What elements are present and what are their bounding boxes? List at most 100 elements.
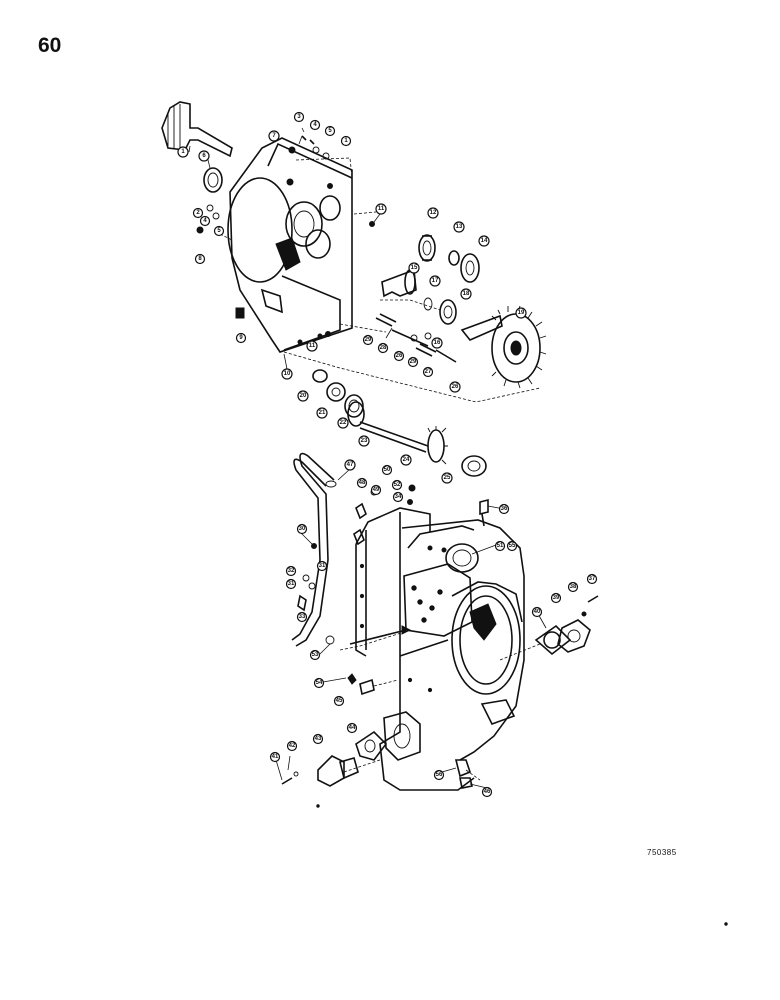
callout-21: 21 [316, 407, 328, 419]
svg-text:22: 22 [340, 420, 347, 426]
callout-4b: 4 [199, 215, 211, 227]
small-hardware-top [196, 135, 375, 337]
callout-33: 33 [296, 611, 308, 623]
callout-42: 42 [286, 740, 298, 752]
callout-26a: 26 [393, 350, 405, 362]
svg-text:31: 31 [319, 563, 326, 569]
svg-text:20: 20 [300, 393, 307, 399]
callout-12: 12 [427, 207, 439, 219]
callout-27: 27 [422, 366, 434, 378]
side-cover-parts [534, 595, 599, 656]
svg-text:39: 39 [553, 595, 560, 601]
callout-16: 16 [431, 337, 443, 349]
svg-text:27: 27 [425, 369, 432, 375]
callout-28: 28 [377, 342, 389, 354]
callout-8: 8 [194, 253, 206, 265]
callout-13: 13 [453, 221, 465, 233]
callout-47: 47 [344, 459, 356, 471]
svg-text:44: 44 [349, 725, 356, 731]
svg-text:4: 4 [203, 218, 207, 224]
svg-text:5: 5 [328, 128, 332, 134]
alignment-lines-upper [219, 157, 541, 403]
callout-53: 53 [309, 649, 321, 661]
callout-24: 24 [400, 454, 412, 466]
svg-text:10: 10 [284, 371, 291, 377]
svg-text:32: 32 [288, 568, 295, 574]
callout-5: 5 [324, 125, 336, 137]
callout-49: 49 [370, 484, 382, 496]
svg-text:18: 18 [463, 291, 470, 297]
svg-text:34: 34 [395, 494, 402, 500]
countershaft-gears [381, 234, 480, 325]
lower-hardware [297, 484, 489, 645]
svg-text:11: 11 [309, 343, 316, 349]
callout-30: 30 [296, 523, 308, 535]
callout-55: 55 [506, 540, 518, 552]
svg-text:45: 45 [336, 698, 343, 704]
callout-29a: 29 [362, 334, 374, 346]
callout-19: 19 [515, 307, 527, 319]
svg-text:21: 21 [319, 410, 326, 416]
svg-text:8: 8 [198, 256, 202, 262]
callout-50: 50 [381, 464, 393, 476]
callout-20: 20 [297, 390, 309, 402]
callout-11b: 11 [306, 340, 318, 352]
svg-text:5: 5 [217, 228, 221, 234]
svg-text:13: 13 [456, 224, 463, 230]
callout-43: 43 [312, 733, 324, 745]
svg-text:4: 4 [313, 122, 317, 128]
svg-text:30: 30 [299, 526, 306, 532]
svg-text:51: 51 [497, 543, 504, 549]
svg-text:31: 31 [288, 581, 295, 587]
svg-text:53: 53 [312, 652, 319, 658]
callout-15: 15 [408, 262, 420, 274]
callout-2: 2 [192, 207, 204, 219]
output-gear-19 [460, 305, 547, 389]
callout-6: 6 [198, 150, 210, 162]
svg-text:11: 11 [378, 206, 385, 212]
svg-text:16: 16 [434, 340, 441, 346]
callout-45: 45 [333, 695, 345, 707]
callout-54: 54 [313, 677, 325, 689]
front-housing [227, 137, 353, 353]
svg-text:43: 43 [315, 736, 322, 742]
page-number: 60 [38, 34, 62, 57]
svg-text:40: 40 [534, 609, 541, 615]
input-shaft-gear [161, 101, 233, 158]
svg-text:46: 46 [484, 789, 491, 795]
svg-text:56: 56 [436, 772, 443, 778]
callout-36: 36 [498, 503, 510, 515]
svg-text:55: 55 [509, 543, 516, 549]
svg-text:1: 1 [181, 149, 185, 155]
shift-rail-parts [375, 313, 457, 363]
svg-text:26: 26 [396, 353, 403, 359]
svg-text:52: 52 [394, 482, 401, 488]
svg-text:50: 50 [384, 467, 391, 473]
svg-text:12: 12 [430, 210, 437, 216]
svg-text:38: 38 [570, 584, 577, 590]
svg-text:14: 14 [481, 238, 488, 244]
callout-10: 10 [281, 368, 293, 380]
callout-46: 46 [481, 786, 493, 798]
leader-lines [188, 127, 547, 789]
callout-5b: 5 [213, 225, 225, 237]
callout-23: 23 [358, 435, 370, 447]
callout-18: 18 [460, 288, 472, 300]
svg-text:33: 33 [299, 614, 306, 620]
lower-front-parts [281, 625, 728, 926]
oil-tube-47 [291, 452, 337, 647]
callout-40: 40 [531, 606, 543, 618]
callout-29b: 29 [407, 356, 419, 368]
svg-text:36: 36 [501, 506, 508, 512]
svg-text:2: 2 [196, 210, 200, 216]
svg-text:47: 47 [347, 462, 354, 468]
callout-56: 56 [433, 769, 445, 781]
callout-31a: 31 [316, 560, 328, 572]
seal-ring-6 [203, 167, 223, 193]
callout-26b: 26 [449, 381, 461, 393]
svg-text:17: 17 [432, 278, 439, 284]
callout-31b: 31 [285, 578, 297, 590]
callout-38: 38 [567, 581, 579, 593]
callout-9: 9 [235, 332, 247, 344]
